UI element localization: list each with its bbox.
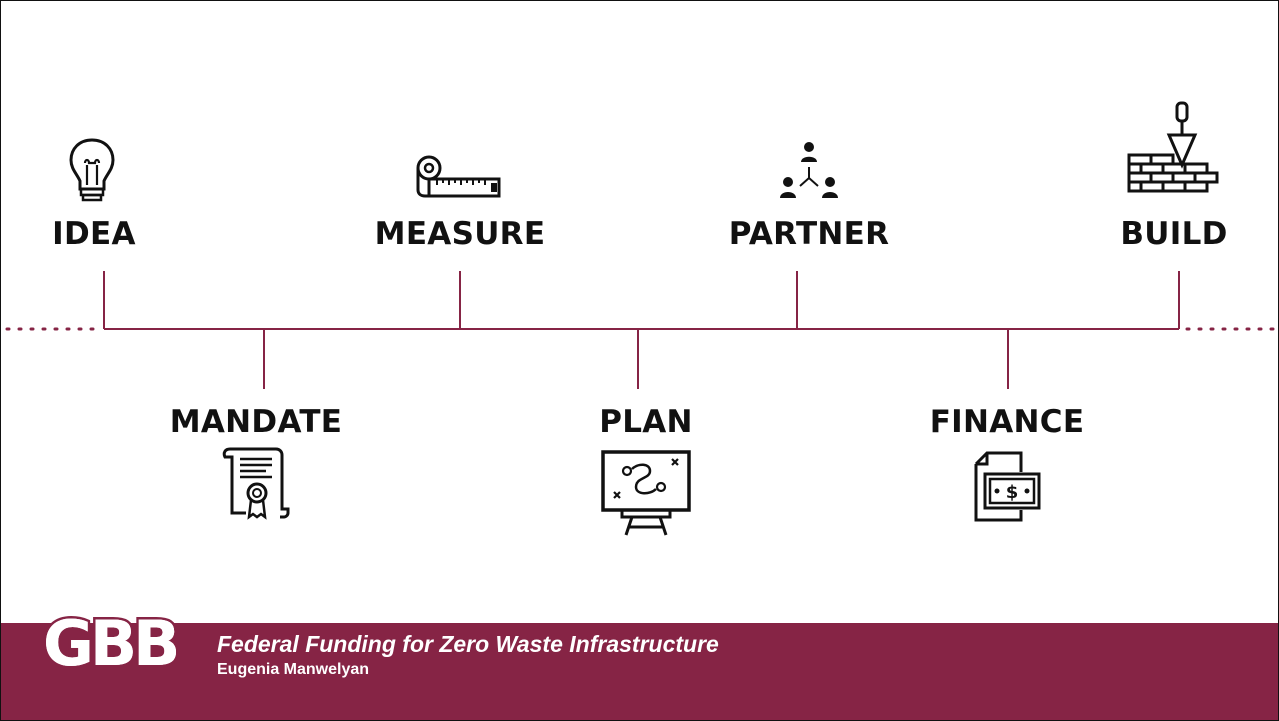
step-label-plan: PLAN xyxy=(599,404,693,440)
money-document-icon: $ xyxy=(974,451,1041,522)
tape-measure-icon xyxy=(416,155,501,198)
timeline xyxy=(5,271,1278,389)
step-label-idea: IDEA xyxy=(52,216,136,252)
gbb-logo-text-inner: GBB xyxy=(43,609,176,679)
svg-text:$: $ xyxy=(1006,482,1019,503)
step-label-mandate: MANDATE xyxy=(169,404,343,440)
partner-network-icon xyxy=(780,142,838,198)
step-label-finance: FINANCE xyxy=(929,404,1085,440)
brick-trowel-icon xyxy=(1127,101,1219,193)
presenter-name: Eugenia Manwelyan xyxy=(217,661,370,678)
step-label-measure: MEASURE xyxy=(374,216,546,252)
gbb-logo: GBB GBB xyxy=(41,609,183,679)
step-label-partner: PARTNER xyxy=(728,216,890,252)
step-label-build: BUILD xyxy=(1120,216,1228,252)
gbb-logo-text: GBB xyxy=(43,609,176,679)
certificate-scroll-icon xyxy=(222,447,290,520)
presentation-title: Federal Funding for Zero Waste Infrastru… xyxy=(217,631,719,657)
lightbulb-icon xyxy=(69,138,115,202)
footer-bar: GBB GBB Federal Funding for Zero Waste I… xyxy=(1,609,1278,720)
strategy-board-icon xyxy=(601,450,691,536)
